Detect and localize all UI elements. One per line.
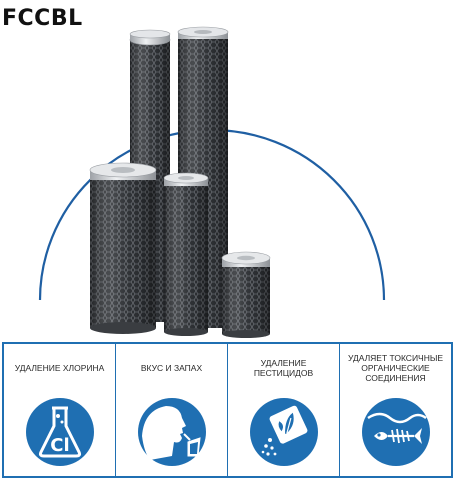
face-taste-smell-icon	[137, 398, 206, 466]
feature-label: ВКУС И ЗАПАХ	[140, 363, 203, 373]
product-hero-illustration	[38, 26, 386, 338]
feature-taste-smell: ВКУС И ЗАПАХ	[116, 344, 228, 476]
cartridge-wide-front	[89, 162, 157, 334]
feature-chlorine-removal: УДАЛЕНИЕ ХЛОРИНА Cl	[4, 344, 116, 476]
chlorine-symbol: Cl	[50, 435, 69, 456]
flask-chlorine-icon: Cl	[25, 398, 94, 466]
feature-toxic-organics: УДАЛЯЕТ ТОКСИЧНЫЕ ОРГАНИЧЕСКИЕ СОЕДИНЕНИ…	[340, 344, 451, 476]
product-title: FCCBL	[2, 6, 83, 31]
features-panel: УДАЛЕНИЕ ХЛОРИНА Cl ВКУС И ЗАПАХ УДАЛЕНИ…	[2, 342, 453, 478]
pesticide-bag-icon	[249, 398, 318, 466]
fish-skeleton-icon	[361, 398, 430, 466]
feature-pesticide-removal: УДАЛЕНИЕ ПЕСТИЦИДОВ	[228, 344, 340, 476]
feature-label: УДАЛЕНИЕ ХЛОРИНА	[14, 363, 105, 373]
cartridge-small-right	[221, 251, 271, 338]
feature-label: УДАЛЕНИЕ ПЕСТИЦИДОВ	[253, 358, 314, 378]
cartridge-medium-front	[163, 172, 209, 336]
feature-label: УДАЛЯЕТ ТОКСИЧНЫЕ ОРГАНИЧЕСКИЕ СОЕДИНЕНИ…	[347, 353, 444, 383]
